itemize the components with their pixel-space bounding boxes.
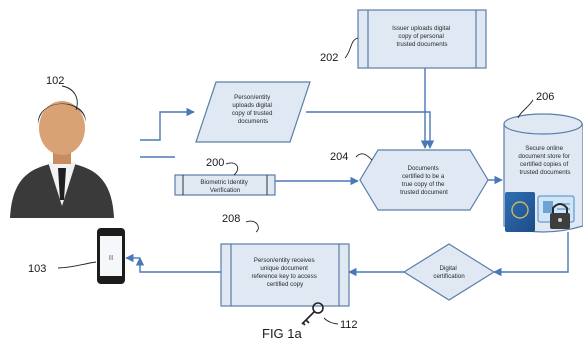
digital-certification-diamond: Digital certification bbox=[402, 243, 496, 301]
connectors bbox=[125, 68, 569, 277]
leader-103 bbox=[57, 261, 97, 269]
leader-206 bbox=[517, 99, 534, 119]
biometric-verification-box: Biometric Identity Verification bbox=[174, 174, 276, 196]
issuer-upload-text: Issuer uploads digital copy of personal … bbox=[392, 25, 452, 48]
passport-icon bbox=[505, 192, 535, 232]
issuer-upload-process: Issuer uploads digital copy of personal … bbox=[357, 9, 487, 69]
store-text: Secure online document store for certifi… bbox=[518, 145, 571, 176]
arrow-receive-line bbox=[139, 262, 221, 273]
phone-screen-text: ||| bbox=[109, 255, 113, 261]
digital-cert-text: Digital certification bbox=[433, 265, 465, 280]
certify-text: Documents certified to be a true copy of… bbox=[400, 165, 448, 196]
leader-208 bbox=[245, 220, 259, 233]
arrow-person-to-upload bbox=[140, 107, 195, 141]
arrow-store-to-digitalcert bbox=[493, 232, 569, 277]
leader-102 bbox=[61, 85, 78, 111]
figure-label: FIG 1a bbox=[262, 326, 303, 341]
ref-200: 200 bbox=[206, 157, 224, 169]
ref-102: 102 bbox=[46, 75, 64, 87]
person-upload-text: Person/entity uploads digital copy of tr… bbox=[232, 94, 274, 125]
certify-documents-hexagon: Documents certified to be a true copy of… bbox=[359, 149, 489, 211]
receive-key-text: Person/entity receives unique document r… bbox=[251, 257, 318, 288]
biometric-text: Biometric Identity Verification bbox=[200, 179, 249, 194]
padlock-icon bbox=[550, 203, 570, 229]
ref-103: 103 bbox=[28, 263, 46, 275]
person-icon bbox=[10, 101, 114, 218]
receive-key-process: Person/entity receives unique document r… bbox=[220, 243, 350, 307]
leader-112 bbox=[323, 317, 339, 325]
ref-202: 202 bbox=[320, 52, 338, 64]
ref-206: 206 bbox=[536, 91, 554, 103]
ref-208: 208 bbox=[222, 213, 240, 225]
mobile-phone-icon: ||| bbox=[97, 228, 125, 284]
leader-200 bbox=[225, 162, 239, 176]
person-upload-input: Person/entity uploads digital copy of tr… bbox=[195, 81, 311, 143]
leader-204 bbox=[355, 153, 373, 161]
key-icon bbox=[301, 302, 324, 326]
ref-204: 204 bbox=[330, 151, 348, 163]
document-store-cylinder: Secure online document store for certifi… bbox=[503, 113, 583, 233]
arrow-upload-to-certify bbox=[306, 111, 435, 149]
leader-lines bbox=[57, 37, 534, 325]
ref-112: 112 bbox=[340, 319, 358, 331]
leader-202 bbox=[344, 37, 359, 59]
